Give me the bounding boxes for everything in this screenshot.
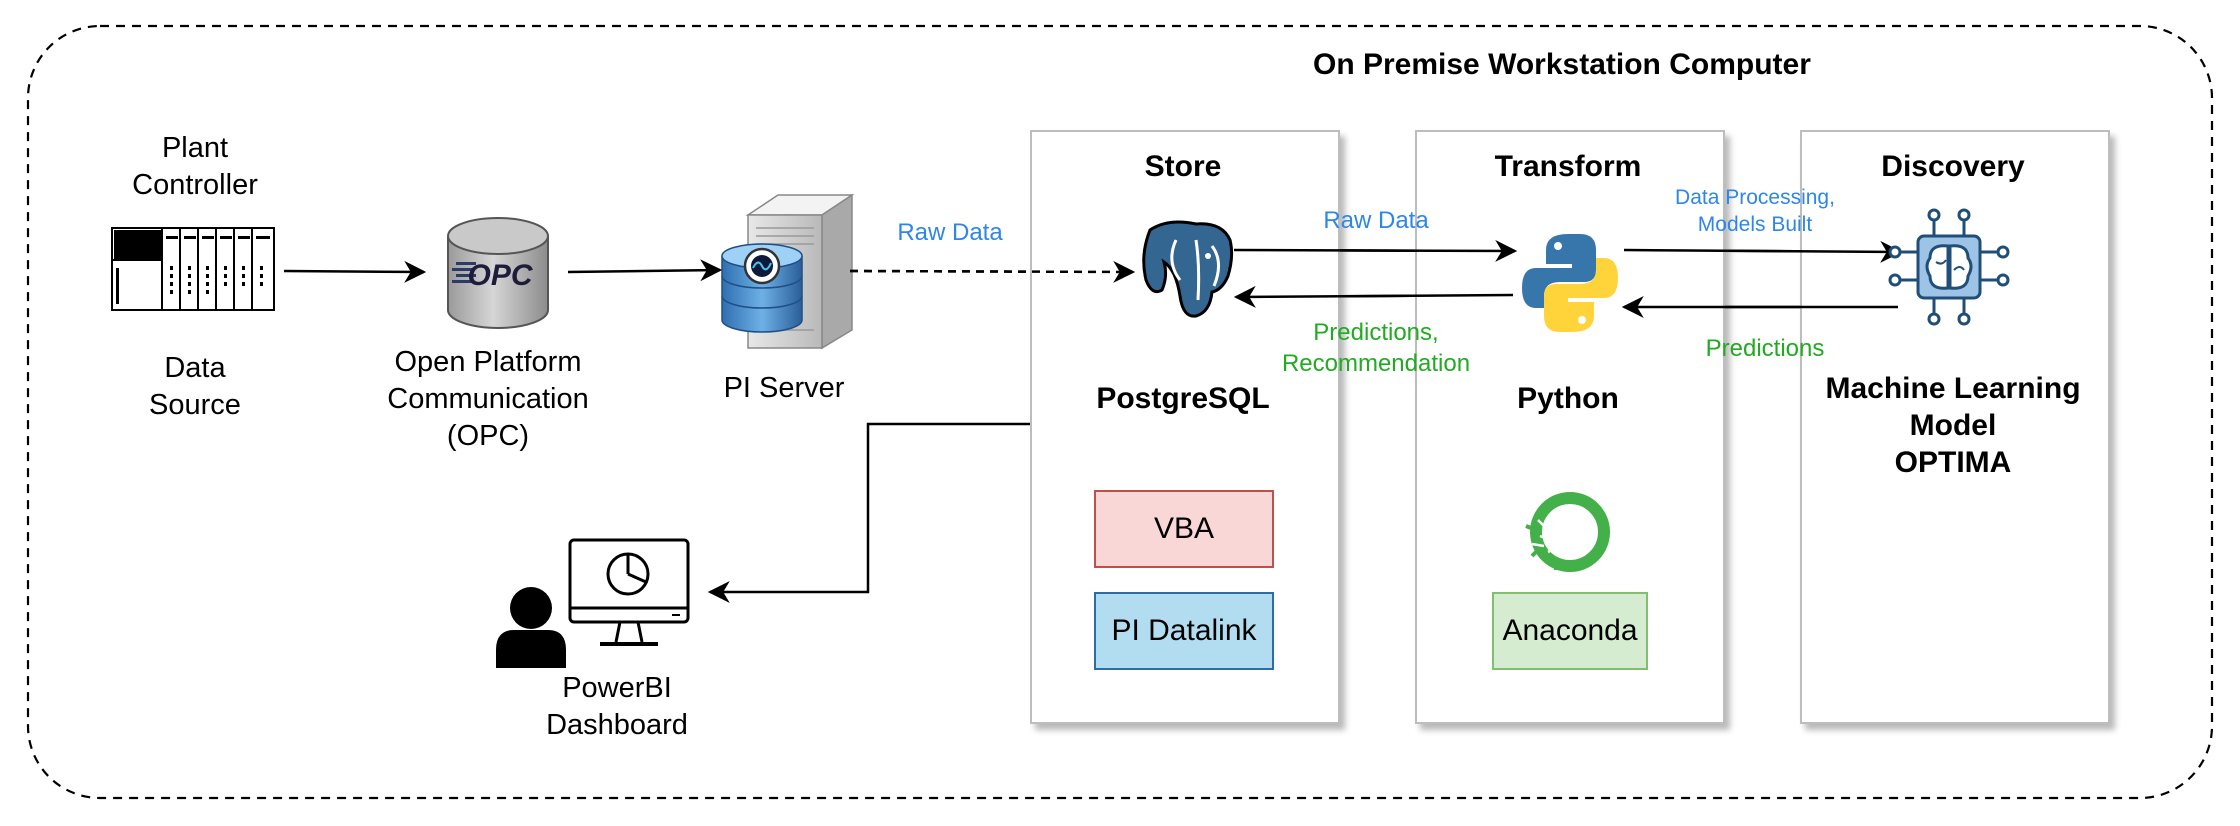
pi-server-icon	[721, 193, 855, 350]
powerbi-dashboard-icon	[496, 538, 690, 668]
arrow-store-to-powerbi	[707, 422, 1030, 603]
plc-controller-icon	[111, 227, 275, 311]
flow-predictions-label: Predictions	[1705, 335, 1825, 362]
pi-datalink-tool-box: PI Datalink	[1094, 592, 1274, 670]
opc-logo-text: OPC	[467, 259, 533, 292]
flow-data-processing-label: Data Processing,Models Built	[1675, 186, 1835, 237]
store-title: Store	[1144, 150, 1222, 183]
flow-predictions-recommendation-label: Predictions,Recommendation	[1281, 319, 1471, 377]
arrow-plc-to-opc	[283, 260, 427, 283]
python-label: Python	[1517, 382, 1619, 415]
pi-server-label: PI Server	[723, 372, 845, 404]
flow-raw-data-label-1: Raw Data	[897, 219, 1003, 246]
diagram-title: On Premise Workstation Computer	[1313, 48, 1811, 81]
transform-title: Transform	[1494, 150, 1642, 183]
vba-tool-box: VBA	[1094, 490, 1274, 568]
flow-raw-data-label-2: Raw Data	[1323, 207, 1429, 234]
arrow-opc-to-pi	[567, 259, 723, 282]
workstation-boundary	[26, 24, 2214, 800]
postgresql-label: PostgreSQL	[1096, 382, 1270, 415]
opc-database-icon: OPC	[447, 217, 549, 329]
discovery-title: Discovery	[1881, 150, 2025, 183]
discovery-panel	[1800, 130, 2110, 724]
anaconda-tool-box: Anaconda	[1492, 592, 1648, 670]
